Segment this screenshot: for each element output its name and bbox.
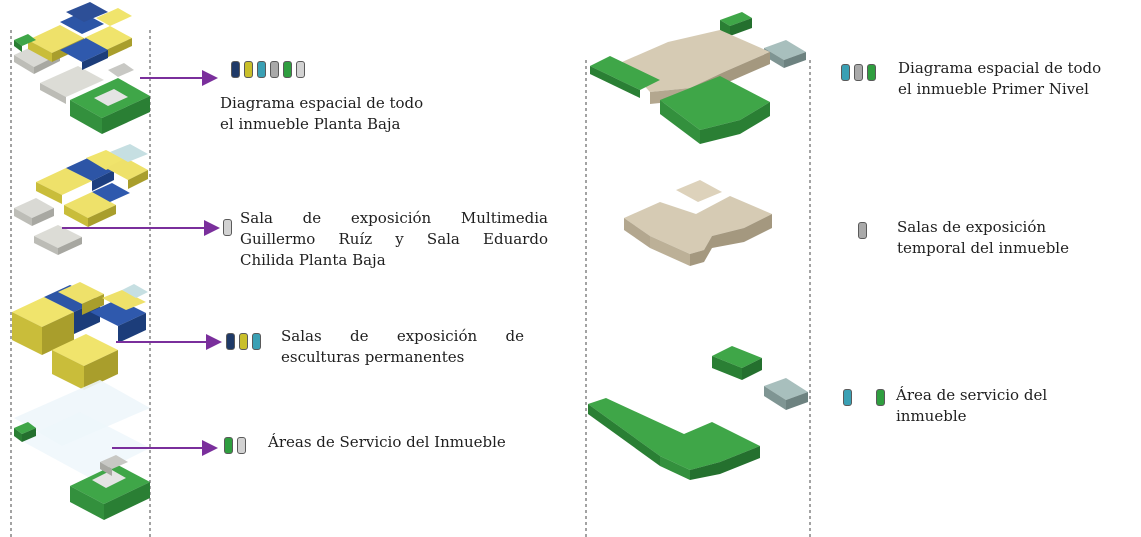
label-area-servicio: Área de servicio del inmueble: [896, 385, 1126, 427]
swatch-lightgrey: [237, 437, 246, 454]
label-line: el inmueble Planta Baja: [220, 115, 401, 133]
label-line: Salas de exposición de: [281, 327, 524, 345]
label-line: Sala de exposición Multimedia: [240, 209, 548, 227]
swatches-area-servicio: [843, 389, 885, 406]
swatch-teal: [257, 61, 266, 78]
label-planta-baja: Diagrama espacial de todo el inmueble Pl…: [220, 93, 480, 135]
swatch-lightgrey: [296, 61, 305, 78]
label-sala-multimedia: Sala de exposición Multimedia Guillermo …: [240, 208, 548, 271]
label-line: Diagrama espacial de todo: [220, 94, 424, 112]
swatches-salas-temporal: [858, 222, 867, 239]
label-line: el inmueble Primer Nivel: [898, 80, 1089, 98]
label-primer-nivel: Diagrama espacial de todo el inmueble Pr…: [898, 58, 1138, 100]
label-salas-temporal: Salas de exposición temporal del inmuebl…: [897, 217, 1127, 259]
illustration-esculturas: [12, 282, 148, 390]
illustration-area-servicio: [588, 346, 808, 480]
swatch-grey: [854, 64, 863, 81]
label-line: esculturas permanentes: [281, 348, 465, 366]
swatch-green: [283, 61, 292, 78]
label-line: Chilida Planta Baja: [240, 251, 386, 269]
swatch-olive: [239, 333, 248, 350]
label-line: Áreas de Servicio del Inmueble: [268, 433, 506, 451]
swatch-lightgrey: [223, 219, 232, 236]
label-servicio: Áreas de Servicio del Inmueble: [268, 432, 558, 453]
illustration-planta-baja: [14, 2, 150, 134]
label-line: Diagrama espacial de todo: [898, 59, 1102, 77]
swatch-teal: [843, 389, 852, 406]
swatches-primer-nivel: [841, 64, 876, 81]
label-line: temporal del inmueble: [897, 239, 1069, 257]
swatches-sala-multimedia: [223, 219, 232, 236]
swatches-esculturas: [226, 333, 261, 350]
swatch-navy: [231, 61, 240, 78]
swatch-olive: [244, 61, 253, 78]
swatch-green: [876, 389, 885, 406]
illustration-primer-nivel: [590, 12, 806, 144]
swatches-servicio: [224, 437, 246, 454]
swatch-green: [867, 64, 876, 81]
label-line: Área de servicio del: [896, 386, 1048, 404]
illustration-servicio: [14, 380, 150, 520]
swatch-green: [224, 437, 233, 454]
swatches-planta-baja: [231, 61, 305, 78]
illustration-salas-temporal: [624, 180, 772, 266]
swatch-navy: [226, 333, 235, 350]
swatch-grey: [270, 61, 279, 78]
swatch-grey: [858, 222, 867, 239]
label-line: Salas de exposición: [897, 218, 1047, 236]
illustration-sala-multimedia: [14, 144, 148, 255]
swatch-teal: [252, 333, 261, 350]
label-line: inmueble: [896, 407, 967, 425]
swatch-teal: [841, 64, 850, 81]
label-line: Guillermo Ruíz y Sala Eduardo: [240, 230, 548, 248]
label-esculturas: Salas de exposición de esculturas perman…: [281, 326, 524, 368]
